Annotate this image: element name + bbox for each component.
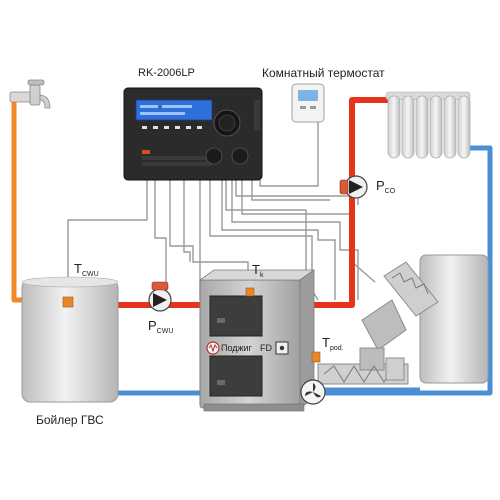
sensor-t-cwu bbox=[62, 296, 74, 308]
tap-icon bbox=[9, 79, 51, 109]
p-cwu-label: PCWU bbox=[148, 318, 173, 335]
ignition-heater-icon bbox=[206, 341, 220, 355]
t-k-sub: k bbox=[259, 272, 264, 279]
tap-water-pipe bbox=[11, 102, 30, 303]
fd-sensor-icon bbox=[275, 341, 289, 355]
auger-icon bbox=[317, 261, 439, 385]
boiler-body bbox=[198, 269, 316, 412]
t-k-label: Tk bbox=[252, 262, 263, 279]
t-cwu-sub: CWU bbox=[81, 271, 99, 278]
p-co-main: P bbox=[376, 178, 385, 193]
p-co-sub: CO bbox=[384, 188, 396, 195]
ignition-label: Поджиг bbox=[221, 343, 252, 353]
pump-icon bbox=[148, 281, 172, 312]
fuel-hopper-tank bbox=[419, 254, 489, 384]
p-cwu-sub: CWU bbox=[156, 328, 174, 335]
thermostat-icon bbox=[291, 83, 325, 123]
t-pod-sub: pod. bbox=[329, 345, 344, 352]
fan-icon bbox=[300, 379, 326, 405]
dhw-boiler-label: Бойлер ГВС bbox=[36, 413, 104, 427]
radiator-icon bbox=[385, 91, 471, 159]
p-cwu-main: P bbox=[148, 318, 157, 333]
t-k-main: T bbox=[252, 262, 260, 277]
t-pod-main: T bbox=[322, 335, 330, 350]
controller-model-label: RK-2006LP bbox=[138, 67, 195, 79]
dhw-tank bbox=[21, 276, 119, 403]
room-thermostat-label: Комнатный термостат bbox=[262, 66, 385, 80]
t-cwu-label: TCWU bbox=[74, 261, 99, 278]
sensor-t-k bbox=[245, 287, 255, 297]
fd-label: FD bbox=[260, 343, 272, 353]
p-co-label: PCO bbox=[376, 178, 395, 195]
controller-unit bbox=[123, 87, 263, 181]
t-cwu-main: T bbox=[74, 261, 82, 276]
t-pod-label: Tpod. bbox=[322, 335, 344, 352]
pump-co-icon bbox=[339, 175, 368, 199]
sensor-t-pod bbox=[311, 351, 321, 363]
